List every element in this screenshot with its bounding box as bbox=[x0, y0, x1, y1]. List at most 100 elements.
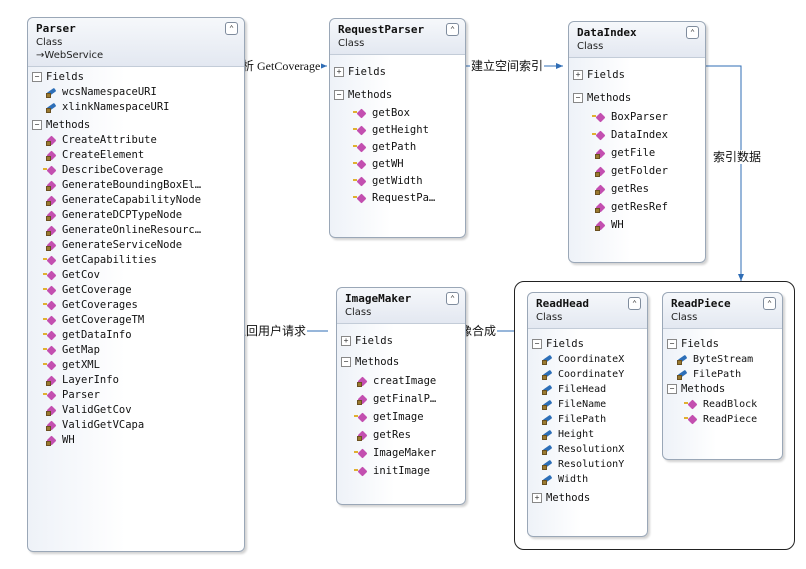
field-item[interactable]: xlinkNamespaceURI bbox=[28, 100, 244, 115]
field-icon bbox=[542, 354, 552, 365]
fields-section-toggle[interactable]: +Fields bbox=[569, 68, 705, 83]
method-item[interactable]: ImageMaker bbox=[337, 444, 465, 462]
method-icon bbox=[46, 435, 56, 446]
field-item[interactable]: FileHead bbox=[528, 382, 647, 397]
base-class: →WebService bbox=[36, 50, 104, 61]
method-item[interactable]: GetCov bbox=[28, 268, 244, 283]
imagemaker-class-box[interactable]: ImageMaker Class ⌃ +Fields −Methods crea… bbox=[336, 287, 466, 505]
method-item[interactable]: CreateAttribute bbox=[28, 133, 244, 148]
method-item[interactable]: getDataInfo bbox=[28, 328, 244, 343]
method-item[interactable]: GetCoverageTM bbox=[28, 313, 244, 328]
method-icon bbox=[43, 330, 56, 340]
method-item[interactable]: getRes bbox=[337, 426, 465, 444]
method-item[interactable]: getFile bbox=[569, 144, 705, 162]
method-icon bbox=[353, 108, 366, 118]
method-item[interactable]: GenerateServiceNode bbox=[28, 238, 244, 253]
method-item[interactable]: GetCoverage bbox=[28, 283, 244, 298]
method-item[interactable]: getPath bbox=[330, 139, 465, 156]
method-item[interactable]: getRes bbox=[569, 180, 705, 198]
method-item[interactable]: DataIndex bbox=[569, 126, 705, 144]
methods-section-toggle[interactable]: −Methods bbox=[28, 118, 244, 133]
method-item[interactable]: WH bbox=[569, 216, 705, 234]
fields-section-toggle[interactable]: +Fields bbox=[337, 334, 465, 349]
methods-section-toggle[interactable]: +Methods bbox=[528, 491, 647, 506]
collapse-icon[interactable]: ⌃ bbox=[446, 23, 459, 36]
field-item[interactable]: FileName bbox=[528, 397, 647, 412]
method-item[interactable]: getFolder bbox=[569, 162, 705, 180]
method-item[interactable]: GenerateBoundingBoxEl… bbox=[28, 178, 244, 193]
method-item[interactable]: WH bbox=[28, 433, 244, 448]
method-item[interactable]: RequestPa… bbox=[330, 190, 465, 207]
method-item[interactable]: getHeight bbox=[330, 122, 465, 139]
method-icon bbox=[354, 448, 367, 458]
field-item[interactable]: CoordinateX bbox=[528, 352, 647, 367]
method-item[interactable]: ValidGetCov bbox=[28, 403, 244, 418]
methods-section-toggle[interactable]: −Methods bbox=[330, 88, 465, 103]
requestparser-methods-list: getBox getHeight getPath getWH getWidth … bbox=[330, 105, 465, 207]
field-item[interactable]: ResolutionY bbox=[528, 457, 647, 472]
method-item[interactable]: GetMap bbox=[28, 343, 244, 358]
method-item[interactable]: Parser bbox=[28, 388, 244, 403]
field-item[interactable]: Height bbox=[528, 427, 647, 442]
method-item[interactable]: initImage bbox=[337, 462, 465, 480]
method-icon bbox=[353, 193, 366, 203]
readers-group-frame bbox=[514, 281, 795, 550]
collapse-icon[interactable]: ⌃ bbox=[763, 297, 776, 310]
collapse-icon[interactable]: ⌃ bbox=[686, 26, 699, 39]
field-item[interactable]: wcsNamespaceURI bbox=[28, 85, 244, 100]
readhead-class-box[interactable]: ReadHead Class ⌃ −Fields CoordinateX Coo… bbox=[527, 292, 648, 537]
method-item[interactable]: getBox bbox=[330, 105, 465, 122]
collapse-icon[interactable]: ⌃ bbox=[628, 297, 641, 310]
method-item[interactable]: GenerateOnlineResourc… bbox=[28, 223, 244, 238]
method-item[interactable]: GenerateCapabilityNode bbox=[28, 193, 244, 208]
method-icon bbox=[43, 270, 56, 280]
fields-section-toggle[interactable]: −Fields bbox=[663, 337, 782, 352]
field-icon bbox=[542, 399, 552, 410]
readhead-class-header: ReadHead Class ⌃ bbox=[528, 293, 647, 329]
method-item[interactable]: getFinalP… bbox=[337, 390, 465, 408]
field-item[interactable]: Width bbox=[528, 472, 647, 487]
method-item[interactable]: GetCoverages bbox=[28, 298, 244, 313]
readpiece-fields-list: ByteStream FilePath bbox=[663, 352, 782, 382]
method-item[interactable]: ReadPiece bbox=[663, 412, 782, 427]
field-item[interactable]: ResolutionX bbox=[528, 442, 647, 457]
requestparser-class-header: RequestParser Class ⌃ bbox=[330, 19, 465, 55]
parser-methods-list: CreateAttribute CreateElement DescribeCo… bbox=[28, 133, 244, 448]
method-item[interactable]: getWH bbox=[330, 156, 465, 173]
method-item[interactable]: CreateElement bbox=[28, 148, 244, 163]
methods-section-toggle[interactable]: −Methods bbox=[337, 355, 465, 370]
method-item[interactable]: getXML bbox=[28, 358, 244, 373]
minus-icon: − bbox=[667, 339, 677, 349]
fields-section-toggle[interactable]: +Fields bbox=[330, 65, 465, 80]
dataindex-class-box[interactable]: DataIndex Class ⌃ +Fields −Methods BoxPa… bbox=[568, 21, 706, 263]
field-item[interactable]: CoordinateY bbox=[528, 367, 647, 382]
method-item[interactable]: getImage bbox=[337, 408, 465, 426]
method-item[interactable]: LayerInfo bbox=[28, 373, 244, 388]
methods-section-toggle[interactable]: −Methods bbox=[663, 382, 782, 397]
method-item[interactable]: GetCapabilities bbox=[28, 253, 244, 268]
method-item[interactable]: BoxParser bbox=[569, 108, 705, 126]
fields-section-toggle[interactable]: −Fields bbox=[28, 70, 244, 85]
arrow-label-build-index: 建立空间索引 bbox=[470, 59, 545, 73]
minus-icon: − bbox=[32, 72, 42, 82]
method-item[interactable]: getWidth bbox=[330, 173, 465, 190]
method-item[interactable]: ReadBlock bbox=[663, 397, 782, 412]
requestparser-class-box[interactable]: RequestParser Class ⌃ +Fields −Methods g… bbox=[329, 18, 466, 238]
method-item[interactable]: GenerateDCPTypeNode bbox=[28, 208, 244, 223]
field-item[interactable]: ByteStream bbox=[663, 352, 782, 367]
collapse-icon[interactable]: ⌃ bbox=[446, 292, 459, 305]
method-item[interactable]: getResRef bbox=[569, 198, 705, 216]
readpiece-class-box[interactable]: ReadPiece Class ⌃ −Fields ByteStream Fil… bbox=[662, 292, 783, 460]
parser-class-box[interactable]: Parser Class →WebService ⌃ −Fields wcsNa… bbox=[27, 17, 245, 552]
class-name: ReadHead bbox=[536, 297, 589, 310]
method-item[interactable]: DescribeCoverage bbox=[28, 163, 244, 178]
method-icon bbox=[43, 315, 56, 325]
field-item[interactable]: FilePath bbox=[528, 412, 647, 427]
fields-section-toggle[interactable]: −Fields bbox=[528, 337, 647, 352]
method-item[interactable]: ValidGetVCapa bbox=[28, 418, 244, 433]
field-item[interactable]: FilePath bbox=[663, 367, 782, 382]
method-item[interactable]: creatImage bbox=[337, 372, 465, 390]
collapse-icon[interactable]: ⌃ bbox=[225, 22, 238, 35]
arrow-dataindex-to-readers bbox=[706, 65, 744, 281]
methods-section-toggle[interactable]: −Methods bbox=[569, 91, 705, 106]
